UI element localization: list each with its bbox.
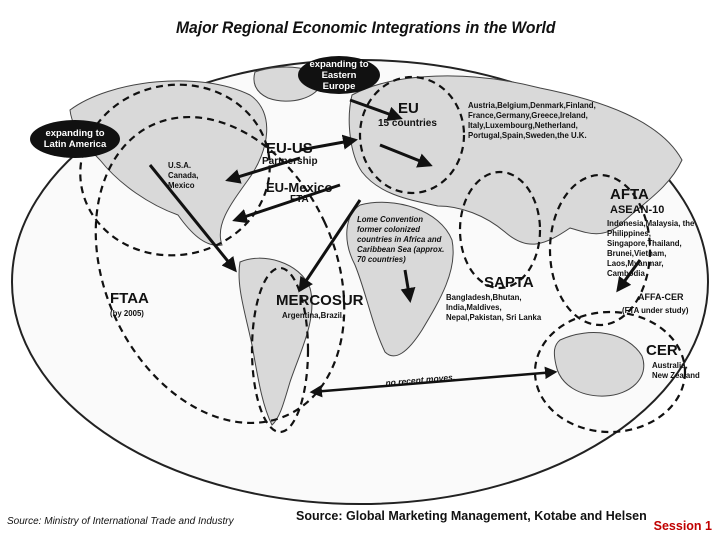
eu-us-arrow-left (225, 156, 301, 184)
afta-boundary (548, 173, 652, 327)
eu-us-arrow-right (299, 134, 358, 152)
map-title: Major Regional Economic Integrations in … (176, 18, 556, 37)
eu-count: 15 countries (378, 118, 437, 129)
affa-cer-arrow (616, 259, 642, 293)
asean-label: ASEAN-10 (610, 204, 665, 216)
cer-boundary (533, 310, 687, 434)
sapta-boundary (458, 170, 542, 290)
eu-us-label: EU-US (266, 140, 313, 157)
eu-mexico-arrow (232, 183, 341, 224)
africa-landmass (346, 201, 454, 357)
lome-label: Lome Convention former colonized countri… (357, 214, 445, 264)
sapta-label: SAPTA (484, 274, 534, 291)
affa-cer-label: AFFA-CER (638, 292, 684, 302)
eu-label: EU (398, 100, 419, 117)
eu-mexico-sub: FTA (290, 194, 309, 205)
eu-afta-arrow (379, 143, 433, 168)
afta-label: AFTA (610, 186, 649, 203)
ftaa-sub: (by 2005) (110, 308, 144, 318)
eastern-europe-callout: expanding to Eastern Europe (298, 56, 380, 94)
eu-boundary (358, 75, 466, 195)
nafta-boundary (79, 83, 271, 257)
afta-members: Indonesia,Malaysia, the Philippines, Sin… (607, 218, 695, 278)
cer-members: Australia, New Zealand (652, 360, 700, 380)
eastern-europe-arrow (349, 98, 403, 121)
europe-asia-landmass (348, 75, 683, 245)
ftaa-boundary (94, 115, 346, 425)
eu-mexico-label: EU-Mexico (266, 180, 333, 195)
sapta-members: Bangladesh,Bhutan, India,Maldives, Nepal… (446, 292, 542, 322)
latin-america-callout: expanding to Latin America (30, 120, 120, 158)
no-recent-moves-arrow (309, 366, 558, 398)
mercosur-members: Argentina,Brazil, (282, 310, 345, 320)
cer-label: CER (646, 342, 678, 359)
eu-members: Austria,Belgium,Denmark,Finland, France,… (468, 100, 596, 140)
source-ministry: Source: Ministry of International Trade … (7, 516, 234, 527)
mercosur-boundary (250, 266, 310, 434)
latin-america-arrow (148, 164, 237, 273)
australia-landmass (553, 332, 645, 397)
us-members: U.S.A. Canada, Mexico (168, 160, 199, 190)
lome-arrow-down (400, 269, 416, 303)
affa-cer-sub: (FTA under study) (622, 305, 689, 315)
mercosur-label: MERCOSUR (276, 292, 364, 309)
eu-us-sub: Partnership (262, 156, 318, 167)
source-citation: Source: Global Marketing Management, Kot… (296, 509, 647, 523)
eu-mercosur-arrow (298, 199, 362, 293)
session-label: Session 1 (653, 519, 712, 533)
ftaa-label: FTAA (110, 290, 149, 307)
north-america-landmass (69, 80, 268, 246)
